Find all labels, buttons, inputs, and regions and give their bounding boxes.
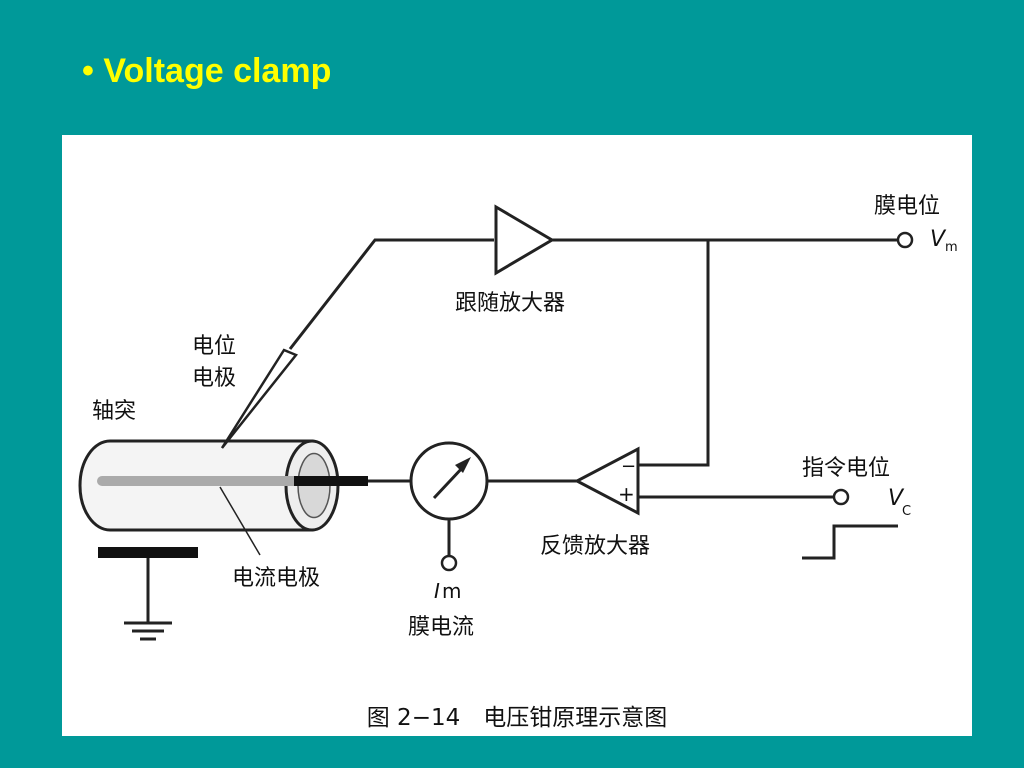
potential-electrode-label-line1: 电位 [192,334,236,359]
feedback-wire [638,240,710,467]
vm-subscript: m [945,240,958,255]
ground-symbol [124,558,172,641]
minus-input-label: − [621,456,636,477]
current-electrode-pointer [219,486,261,556]
command-potential-label: 指令电位 [802,456,890,481]
vm-symbol: V [930,227,947,252]
feedback-amplifier-label: 反馈放大器 [540,534,650,559]
follower-amplifier [494,204,555,276]
vm-terminal [896,231,914,249]
ammeter-needle-arrow [455,457,471,473]
ammeter-needle [432,464,466,500]
vc-subscript: C [902,504,911,519]
follower-amplifier-label: 跟随放大器 [455,291,565,316]
vc-terminal [832,488,850,506]
potential-electrode [220,348,299,449]
im-suffix: m [442,579,461,603]
potential-electrode-label-line2: 电极 [192,366,236,391]
ground-plate [98,547,198,558]
current-electrode-label: 电流电极 [232,566,320,591]
plus-input-label: + [618,482,635,506]
figure-caption: 图 2−14 电压钳原理示意图 [367,705,667,731]
axon-label: 轴突 [92,399,136,424]
voltage-clamp-diagram: − + [78,194,958,731]
vc-symbol: V [888,486,905,511]
im-symbol: I [434,579,440,603]
potential-electrode-wire [288,238,494,350]
command-step-waveform [802,524,898,560]
feedback-amplifier [573,446,640,516]
figure-panel: − + [62,135,972,736]
membrane-potential-label: 膜电位 [874,194,940,219]
im-terminal [440,554,458,572]
membrane-current-label: 膜电流 [408,615,474,640]
slide-title: • Voltage clamp [82,52,332,90]
